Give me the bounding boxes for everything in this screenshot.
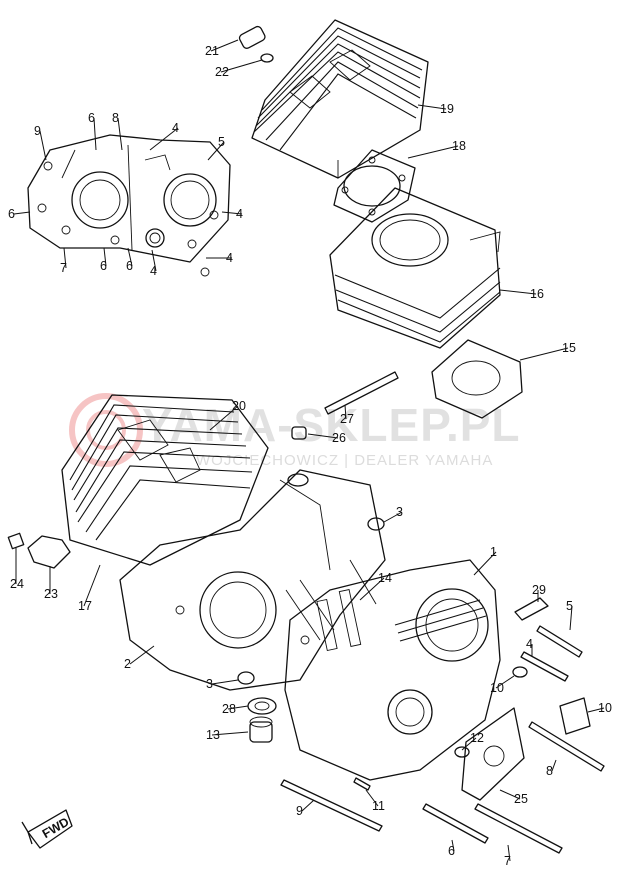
callout-number: 6 (88, 111, 95, 125)
callout-number: 1 (490, 545, 497, 559)
leader-line (151, 249, 157, 272)
leader-line (365, 789, 379, 807)
callout-number: 4 (236, 207, 243, 221)
leader-line (307, 433, 339, 439)
leader-lines (13, 39, 605, 862)
callout-number: 20 (232, 399, 246, 413)
leader-line (127, 247, 133, 267)
callout-number: 17 (78, 599, 92, 613)
callout-number: 4 (226, 251, 233, 265)
leader-line (519, 347, 569, 361)
leader-line (417, 104, 447, 110)
leader-line (39, 130, 47, 161)
callout-number: 4 (150, 264, 157, 278)
base-gasket-part (431, 339, 523, 419)
mount-bracket-part (7, 532, 71, 569)
callout-number: 2 (124, 657, 131, 671)
leader-line (227, 705, 249, 710)
cylinder-assembly-part (61, 394, 269, 566)
leader-line (93, 117, 97, 151)
callout-number: 6 (8, 207, 15, 221)
callout-number: 26 (332, 431, 346, 445)
leader-line (117, 117, 123, 151)
callout-number: 16 (530, 287, 544, 301)
callout-number: 4 (172, 121, 179, 135)
leader-line (495, 675, 515, 689)
callout-number: 5 (566, 599, 573, 613)
callout-number: 7 (504, 854, 511, 868)
leader-line (103, 247, 107, 267)
callout-number: 18 (452, 139, 466, 153)
crankcase-left-part (119, 469, 386, 691)
leader-line (210, 39, 239, 52)
leader-line (301, 799, 315, 812)
crankcase-right-part (284, 559, 501, 781)
leader-line (149, 127, 179, 151)
callout-number: 8 (112, 111, 119, 125)
callout-number: 13 (206, 728, 220, 742)
spark-plug-part (238, 25, 274, 63)
callout-number: 28 (222, 702, 236, 716)
leader-line (587, 707, 605, 713)
callout-number: 8 (546, 764, 553, 778)
leader-line (359, 577, 385, 601)
cylinder-part (329, 187, 501, 349)
callout-number: 7 (60, 261, 67, 275)
callout-number: 14 (378, 571, 392, 585)
forward-arrow-icon: FWD (21, 809, 73, 849)
leader-line (461, 737, 477, 751)
callout-number: 23 (44, 587, 58, 601)
callout-number: 4 (526, 637, 533, 651)
leader-line (499, 789, 521, 800)
callout-number: 10 (598, 701, 612, 715)
leader-line (551, 759, 557, 772)
callout-number: 9 (296, 804, 303, 818)
leader-line (211, 731, 249, 736)
leader-line (220, 59, 263, 73)
leader-line (221, 211, 243, 215)
leader-line (383, 511, 403, 523)
callout-number: 22 (215, 65, 229, 79)
callout-number: 27 (340, 412, 354, 426)
callout-number: 21 (205, 44, 219, 58)
watermark-subtext: WOJCIECHOWICZ | DEALER YAMAHA (196, 452, 494, 469)
leader-line (13, 211, 31, 215)
leader-line (507, 844, 511, 862)
leader-line (344, 404, 347, 420)
callout-number: 12 (470, 731, 484, 745)
leader-line (499, 289, 537, 295)
callout-number: 9 (34, 124, 41, 138)
callout-number: 3 (396, 505, 403, 519)
leader-line (407, 145, 459, 159)
hardware-parts (237, 371, 605, 854)
callout-number: 11 (372, 799, 385, 813)
leader-line (451, 839, 455, 852)
callout-number: 29 (532, 583, 546, 597)
callout-number: 6 (100, 259, 107, 273)
callout-number: 15 (562, 341, 576, 355)
callout-number: 6 (448, 844, 455, 858)
leader-line (211, 679, 239, 685)
leader-line (63, 247, 67, 269)
cylinder-head-part (251, 19, 429, 179)
callout-number: 5 (218, 135, 225, 149)
head-gasket-part (333, 149, 416, 223)
leader-line (83, 564, 101, 607)
leader-line (207, 141, 225, 161)
callout-number: 24 (10, 577, 24, 591)
callout-number: 19 (440, 102, 454, 116)
crankcase-inset-part (27, 134, 231, 277)
callout-number: 25 (514, 792, 528, 806)
callout-number: 6 (126, 259, 133, 273)
leader-line (569, 605, 573, 631)
leader-line (473, 551, 497, 576)
callout-number: 10 (490, 681, 504, 695)
leader-line (129, 645, 155, 665)
leader-line (209, 405, 239, 431)
callout-number: 3 (206, 677, 213, 691)
